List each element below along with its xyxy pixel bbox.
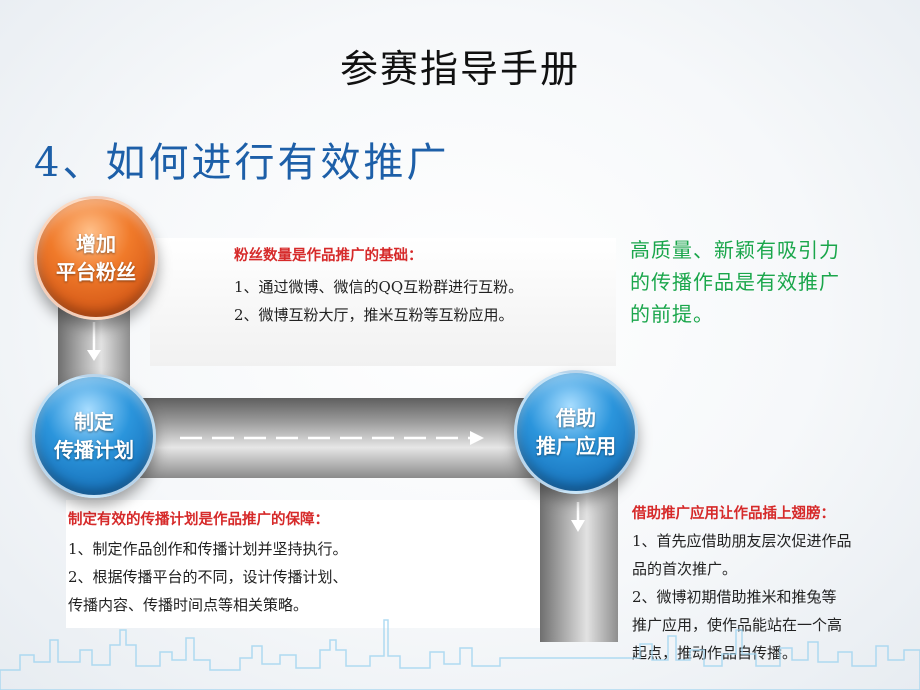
plan-box-line: 传播内容、传播时间点等相关策略。 [68,596,309,614]
app-box-line: 1、首先应借助朋友层次促进作品 [632,532,852,550]
plan-circle-line: 传播计划 [54,438,134,462]
app-info-box: 借助推广应用让作品插上翅膀： 1、首先应借助朋友层次促进作品 品的首次推广。 2… [632,502,892,662]
city-skyline-decoration [0,619,920,690]
key-point-line: 的传播作品是有效推广 [630,270,840,294]
key-point-line: 高质量、新颖有吸引力 [630,238,840,262]
plan-info-box: 制定有效的传播计划是作品推广的保障： 1、制定作品创作和传播计划并坚持执行。 2… [66,500,540,628]
plan-circle-line: 制定 [74,410,114,434]
app-circle-line: 借助 [556,406,596,430]
plan-box-line: 2、根据传播平台的不同，设计传播计划、 [68,568,348,586]
fans-box-heading: 粉丝数量是作品推广的基础： [234,247,423,264]
plan-box-line: 1、制定作品创作和传播计划并坚持执行。 [68,540,348,558]
plan-to-app-connector [140,398,560,478]
app-circle-line: 推广应用 [536,434,616,458]
app-box-heading: 借助推广应用让作品插上翅膀： [632,505,835,522]
fans-box-line: 2、微博互粉大厅，推米互粉等互粉应用。 [234,306,514,324]
key-point-line: 的前提。 [630,302,714,326]
fans-circle: 增加 平台粉丝 [34,196,158,320]
fans-info-box: 粉丝数量是作品推广的基础： 1、通过微博、微信的QQ互粉群进行互粉。 2、微博互… [150,238,616,366]
fans-box-line: 1、通过微博、微信的QQ互粉群进行互粉。 [234,278,524,296]
app-box-line: 推广应用，使作品能站在一个高 [632,616,843,634]
app-box-line: 品的首次推广。 [632,560,738,578]
plan-box-heading: 制定有效的传播计划是作品推广的保障： [68,511,329,528]
app-down-connector [540,470,618,642]
fans-circle-line: 平台粉丝 [56,260,136,284]
app-box-line: 2、微博初期借助推米和推兔等 [632,588,837,606]
key-point-note: 高质量、新颖有吸引力 的传播作品是有效推广 的前提。 [630,234,900,330]
app-circle: 借助 推广应用 [514,370,638,494]
plan-circle: 制定 传播计划 [32,374,156,498]
fans-circle-line: 增加 [76,232,116,256]
section-title: 4、如何进行有效推广 [34,140,450,186]
page-title: 参赛指导手册 [339,47,580,91]
